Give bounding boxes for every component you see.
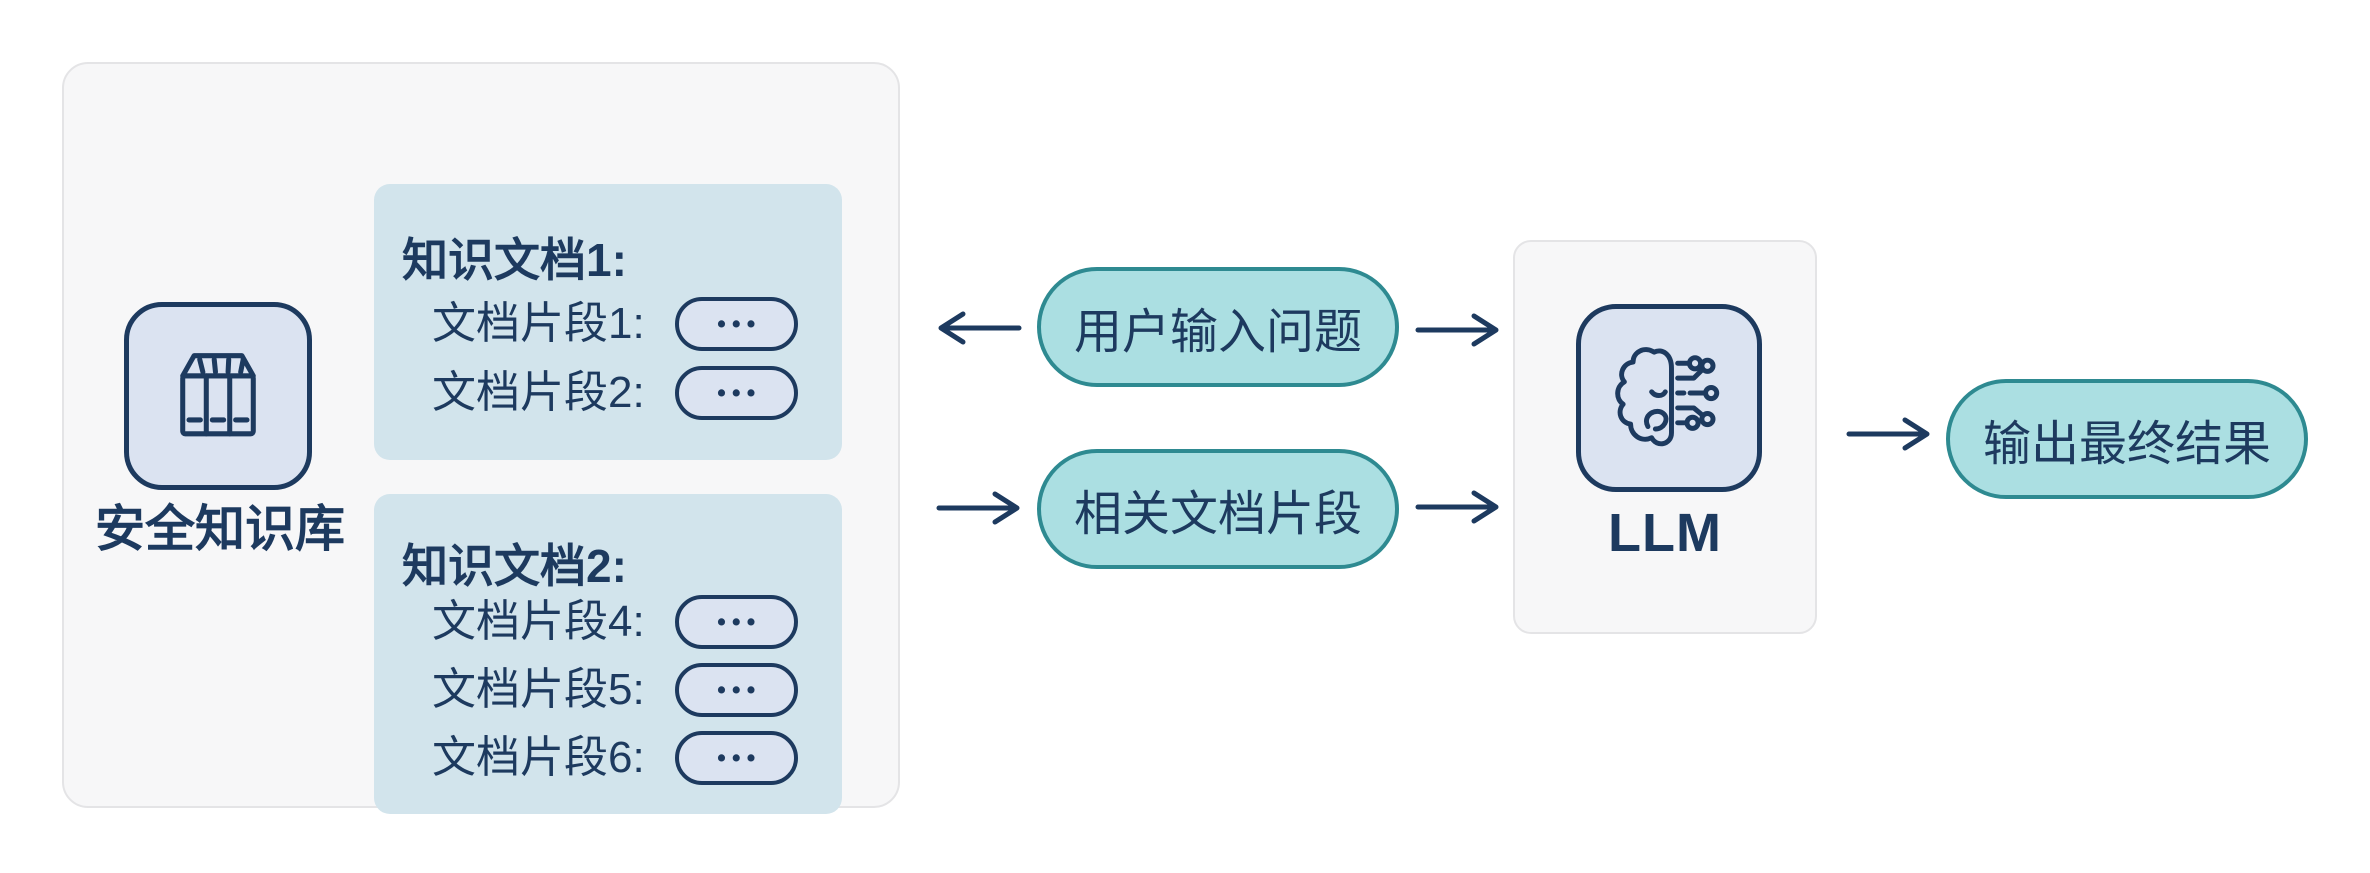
knowledge-doc-card-2: 知识文档2: 文档片段4: ••• 文档片段5: ••• 文档片段6: •••	[374, 494, 842, 814]
knowledge-base-panel: 安全知识库 知识文档1: 文档片段1: ••• 文档片段2: ••• 知识文档2…	[62, 62, 900, 814]
knowledge-base-icon-box	[124, 302, 312, 490]
fragment-label: 文档片段5:	[432, 665, 645, 714]
ellipsis-dots: •••	[717, 309, 762, 338]
fragment-row: 文档片段4: •••	[432, 594, 798, 650]
fragment-row: 文档片段5: •••	[432, 662, 798, 718]
ellipsis-dots: •••	[717, 607, 762, 636]
related-fragments-pill: 相关文档片段	[1037, 449, 1399, 569]
knowledge-base-label: 安全知识库	[95, 501, 345, 557]
ellipsis-dots: •••	[717, 378, 762, 407]
knowledge-doc-title: 知识文档1:	[402, 234, 627, 286]
fragment-ellipsis-pill: •••	[674, 366, 798, 420]
fragment-row: 文档片段1: •••	[432, 296, 798, 352]
arrow-right-fragments-to-llm	[1412, 487, 1502, 527]
fragment-ellipsis-pill: •••	[674, 297, 798, 351]
fragment-label: 文档片段2:	[432, 368, 645, 417]
fragment-label: 文档片段6:	[432, 733, 645, 782]
output-pill: 输出最终结果	[1946, 379, 2308, 499]
fragment-row: 文档片段6: •••	[432, 730, 798, 786]
user-query-pill: 用户输入问题	[1037, 267, 1399, 387]
llm-icon-box	[1576, 304, 1762, 492]
fragment-ellipsis-pill: •••	[674, 731, 798, 785]
arrow-right-query-to-llm	[1412, 310, 1502, 350]
knowledge-doc-title: 知识文档2:	[402, 540, 627, 592]
fragment-ellipsis-pill: •••	[674, 595, 798, 649]
ellipsis-dots: •••	[717, 675, 762, 704]
fragment-ellipsis-pill: •••	[674, 663, 798, 717]
arrow-right-llm-to-output	[1843, 414, 1933, 454]
llm-label: LLM	[1608, 503, 1722, 563]
fragment-label: 文档片段1:	[432, 299, 645, 348]
arrow-right-kb-to-fragments	[933, 488, 1023, 528]
knowledge-doc-card-1: 知识文档1: 文档片段1: ••• 文档片段2: •••	[374, 184, 842, 460]
brain-circuit-icon	[1615, 347, 1720, 447]
fragment-label: 文档片段4:	[432, 597, 645, 646]
fragment-row: 文档片段2: •••	[432, 365, 798, 421]
books-icon	[180, 353, 256, 437]
arrow-left-into-knowledge-base	[935, 308, 1025, 348]
ellipsis-dots: •••	[717, 743, 762, 772]
